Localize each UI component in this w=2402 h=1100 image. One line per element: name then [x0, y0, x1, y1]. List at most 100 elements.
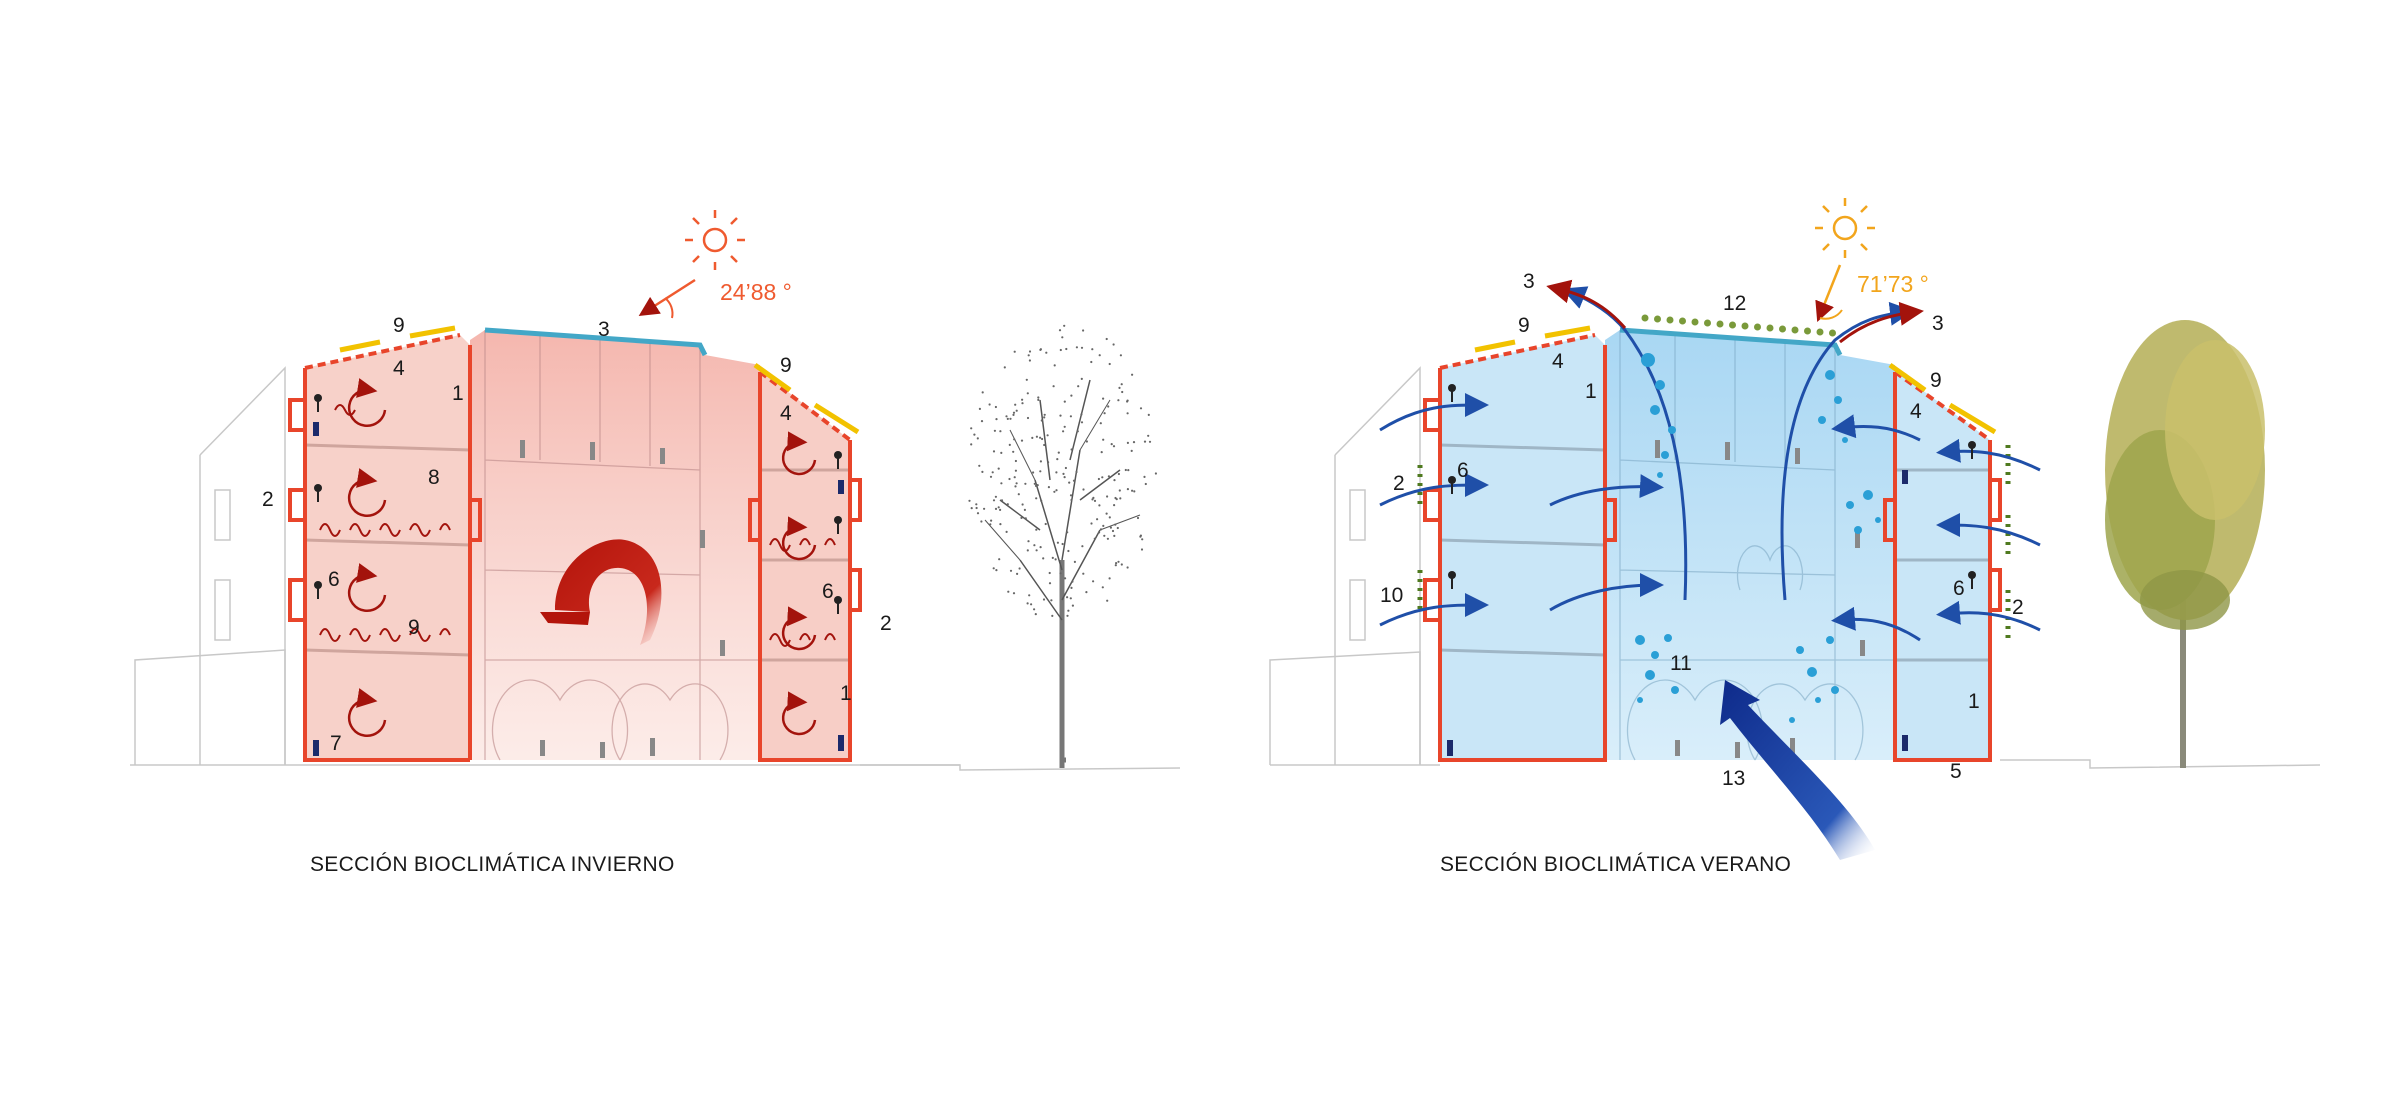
winter-tree — [984, 379, 1141, 768]
summer-green-roof — [1641, 314, 1836, 337]
evaporative-dot — [1863, 490, 1873, 500]
evaporative-dot — [1657, 472, 1663, 478]
tree-twig-dot — [1090, 360, 1093, 364]
tree-twig-dot — [1071, 604, 1074, 607]
tree-twig-dot — [1116, 526, 1119, 530]
tree-twig-dot — [1080, 377, 1083, 380]
tree-twig-dot — [1092, 580, 1095, 583]
evaporative-dot — [1655, 380, 1665, 390]
evaporative-dot — [1831, 686, 1839, 694]
tree-twig-dot — [1032, 471, 1035, 474]
tree-twig-dot — [1059, 572, 1062, 575]
tree-twig-dot — [1131, 489, 1134, 492]
summer-tree — [2105, 320, 2265, 768]
tree-twig-dot — [1005, 415, 1008, 418]
summer-right-wing — [1895, 370, 1990, 760]
tree-twig-dot — [1026, 392, 1029, 395]
winter-sun-angle-arc — [664, 297, 674, 319]
winter-label: 4 — [780, 402, 792, 425]
evaporative-dot — [1645, 670, 1655, 680]
tree-twig-dot — [981, 391, 984, 394]
summer-caption: SECCIÓN BIOCLIMÁTICA VERANO — [1440, 853, 1791, 876]
tree-twig-dot — [1013, 350, 1016, 353]
evaporative-dot — [1664, 634, 1672, 642]
summer-radiators — [1447, 470, 1908, 756]
summer-sensors — [1448, 384, 1976, 589]
tree-twig-dot — [1110, 443, 1113, 446]
tree-twig-dot — [1052, 385, 1055, 388]
tree-twig-dot — [1130, 449, 1133, 452]
summer-sun-ray — [1815, 264, 1842, 322]
evaporative-dot — [1671, 686, 1679, 694]
tree-twig-dot — [1069, 597, 1072, 600]
summer-envelope — [1423, 345, 2002, 762]
tree-twig-dot — [1039, 436, 1042, 439]
green-roof-dot — [1779, 325, 1786, 333]
tree-twig-dot — [1015, 482, 1018, 485]
evaporative-dot — [1650, 405, 1660, 415]
tree-twig-dot — [1073, 560, 1076, 564]
tree-twig-dot — [1066, 596, 1069, 599]
tree-twig-dot — [1070, 448, 1073, 451]
green-roof-dot — [1691, 318, 1699, 326]
tree-twig-dot — [1112, 445, 1116, 448]
winter-labels: 9 3 9 4 4 1 2 8 6 9 6 2 1 7 — [262, 314, 892, 755]
tree-twig-dot — [1023, 508, 1026, 511]
tree-twig-dot — [1120, 383, 1123, 386]
tree-twig-dot — [1066, 614, 1069, 617]
tree-twig-dot — [980, 420, 984, 423]
tree-twig-dot — [1098, 531, 1101, 534]
tree-twig-dot — [1099, 528, 1103, 531]
tree-twig-dot — [1014, 485, 1017, 488]
tree-twig-dot — [1012, 592, 1016, 595]
tree-twig-dot — [1056, 541, 1059, 544]
tree-twig-dot — [1026, 549, 1029, 552]
tree-twig-dot — [1117, 560, 1120, 563]
winter-roof-glass — [484, 327, 708, 357]
winter-label: 2 — [262, 488, 274, 511]
winter-label: 7 — [330, 732, 342, 755]
summer-label: 3 — [1523, 270, 1535, 293]
green-roof-dot — [1791, 326, 1799, 334]
tree-twig-dot — [1113, 504, 1116, 507]
tree-twig-dot — [1113, 534, 1116, 538]
tree-twig-dot — [1103, 412, 1106, 415]
green-roof-dot — [1716, 320, 1724, 328]
green-roof-dot — [1754, 323, 1761, 331]
tree-twig-dot — [1077, 385, 1080, 388]
tree-twig-dot — [995, 569, 998, 572]
tree-twig-dot — [1085, 440, 1088, 443]
tree-twig-dot — [1017, 493, 1020, 496]
tree-twig-dot — [1013, 438, 1016, 441]
winter-swirls — [347, 378, 817, 737]
tree-twig-dot — [970, 427, 973, 430]
tree-twig-dot — [1039, 546, 1042, 549]
tree-twig-dot — [1143, 440, 1147, 443]
summer-floors — [1439, 443, 1990, 662]
tree-twig-dot — [1093, 537, 1096, 540]
tree-twig-dot — [1059, 414, 1062, 417]
green-roof-dot — [1666, 316, 1674, 324]
tree-twig-dot — [1009, 417, 1012, 420]
summer-roof-glass — [1619, 327, 1843, 357]
tree-twig-dot — [1055, 471, 1058, 474]
tree-twig-dot — [1021, 402, 1024, 405]
tree-twig-dot — [1143, 475, 1146, 478]
winter-left-wing — [305, 335, 470, 760]
winter-people — [520, 440, 725, 758]
tree-twig-dot — [1114, 523, 1117, 526]
tree-twig-dot — [1082, 572, 1085, 575]
summer-label: 6 — [1953, 577, 1965, 600]
tree-twig-dot — [1114, 496, 1117, 500]
summer-section: 71’73 ° 3 12 3 9 4 1 9 4 2 6 10 11 6 2 1… — [1269, 198, 2321, 876]
tree-twig-dot — [1034, 613, 1037, 616]
tree-twig-dot — [1099, 422, 1102, 425]
tree-twig-dot — [1082, 488, 1085, 491]
tree-twig-dot — [1085, 591, 1088, 594]
summer-sun-angle-arc — [1819, 309, 1843, 320]
tree-twig-dot — [1063, 400, 1066, 403]
tree-twig-dot — [1048, 582, 1052, 585]
tree-twig-dot — [1026, 602, 1029, 605]
